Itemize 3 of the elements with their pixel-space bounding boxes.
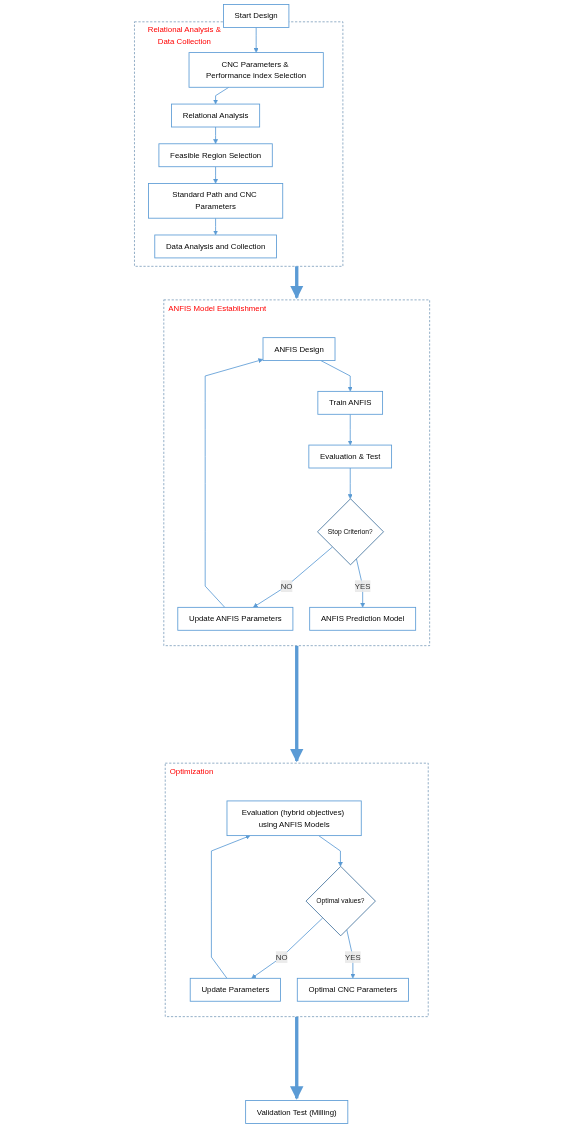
arrow (290, 1016, 304, 1100)
arrow (290, 645, 304, 763)
arrow (290, 266, 304, 299)
